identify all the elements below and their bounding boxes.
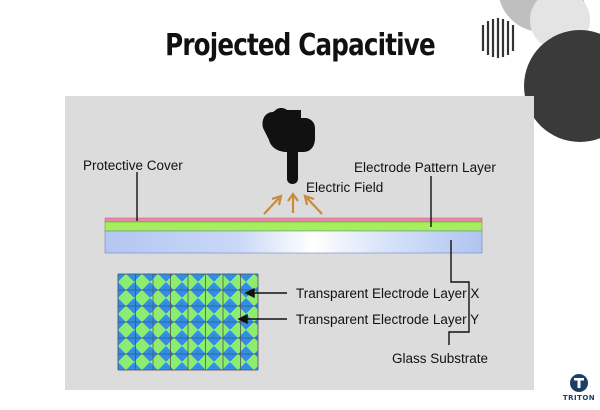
glass-substrate-layer [104, 230, 483, 254]
electrode-diamond [238, 274, 254, 282]
electrode-diamond [158, 362, 174, 370]
electrode-diamond [222, 362, 238, 370]
pointing-hand-icon [262, 108, 315, 184]
electrode-grid [117, 273, 259, 371]
electrode-diamond [246, 274, 258, 290]
electrode-diamond [238, 362, 254, 370]
electrode-diamond [190, 274, 206, 282]
electric-field-arrows [263, 192, 323, 215]
electrode-pattern-layer [104, 221, 483, 232]
electrode-diamond [254, 366, 258, 370]
label-protective-cover: Protective Cover [83, 158, 183, 173]
electrode-diamond [158, 274, 174, 282]
electrode-diamond [246, 322, 258, 338]
protective-cover-layer [104, 217, 483, 223]
electrode-diamond [142, 362, 158, 370]
decorative-circles [476, 0, 600, 142]
electrode-diamond [246, 354, 258, 370]
electrode-diamond [206, 274, 222, 282]
electrode-diamond [118, 362, 126, 370]
electrode-diamond [142, 274, 158, 282]
electrode-diamond [246, 290, 258, 306]
electrode-diamond [246, 306, 258, 322]
brand-name: TRITON [562, 394, 596, 402]
label-electrode-pattern: Electrode Pattern Layer [354, 160, 496, 175]
electrode-diamond [222, 274, 238, 282]
triton-logo-icon [570, 374, 588, 392]
electrode-diamond [246, 338, 258, 354]
electrode-diamond [174, 274, 190, 282]
leader-lines [136, 172, 470, 345]
electrode-diamond [126, 274, 142, 282]
electrode-diamond [190, 362, 206, 370]
page-title: Projected Capacitive [165, 28, 436, 63]
electrode-diamond [126, 362, 142, 370]
label-electric-field: Electric Field [306, 180, 383, 195]
striped-circle [476, 17, 518, 59]
electrode-diamond [174, 362, 190, 370]
label-glass-substrate: Glass Substrate [392, 351, 488, 366]
label-layer-y: Transparent Electrode Layer Y [296, 312, 479, 327]
electrode-diamond [206, 362, 222, 370]
label-layer-x: Transparent Electrode Layer X [296, 286, 479, 301]
grid-pointers [237, 287, 287, 325]
